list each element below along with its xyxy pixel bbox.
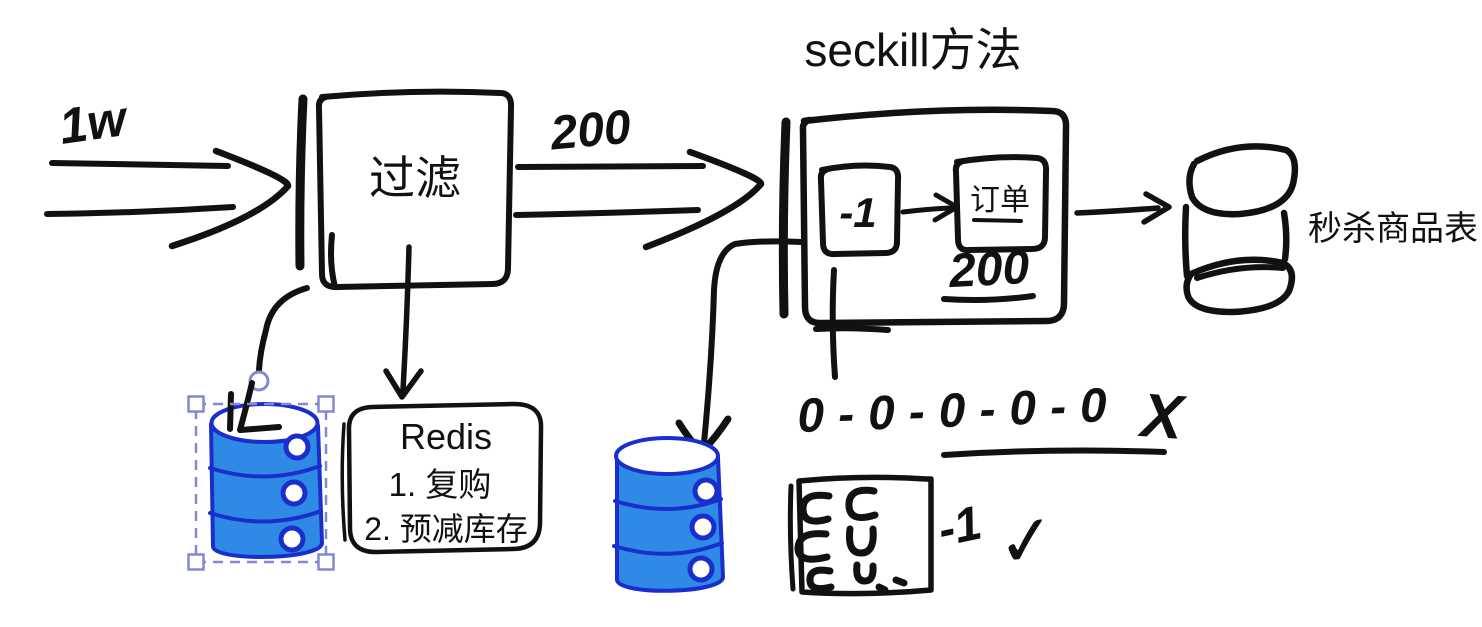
filter-box-sketch-stroke xyxy=(328,232,338,290)
redis-item-1: 1. 复购 xyxy=(389,466,492,503)
filtered-qps-label: 200 xyxy=(547,101,633,161)
database-top xyxy=(614,436,720,476)
c-scribble xyxy=(799,491,833,525)
database-hole-1 xyxy=(692,477,720,505)
seckill-product-table[interactable]: 秒杀商品表 xyxy=(1181,143,1478,316)
redis-item-2: 2. 预减库存 xyxy=(364,511,528,547)
selection-handle-bottom-left[interactable] xyxy=(187,553,205,571)
order-box-outline xyxy=(952,154,1050,254)
table-cylinder-bottom xyxy=(1183,256,1296,316)
arrow-shaft xyxy=(900,205,953,215)
decrement-box-outline xyxy=(817,162,902,258)
seckill-to-table-arrow[interactable] xyxy=(1074,191,1172,225)
seckill-tail-stroke-horizontal xyxy=(813,325,891,333)
arrow-line-bottom xyxy=(44,204,236,217)
zero-chain-text: 0-0-0-0-0 xyxy=(797,379,1122,443)
database-hole-2 xyxy=(689,513,717,541)
link-arrow-foot xyxy=(238,424,282,433)
decrement-box[interactable]: -1 xyxy=(817,162,902,258)
arrow-shaft xyxy=(701,238,804,446)
arrow-line-top xyxy=(49,160,231,169)
link-arrow-stroke-2 xyxy=(237,380,255,433)
c-scribbles-doodle xyxy=(794,486,908,594)
c-scribble xyxy=(845,486,879,521)
arrow-line-bottom xyxy=(513,207,701,218)
order-count: 200 xyxy=(941,241,1036,303)
batch-minus-one-label: -1 xyxy=(933,496,986,557)
filter-to-redis-arrow[interactable] xyxy=(383,244,424,400)
order-label: 订单 xyxy=(970,184,1030,217)
filtered-request-arrow[interactable]: 200 xyxy=(513,101,765,251)
database-hole-2 xyxy=(280,479,308,507)
selection-handle-top-right[interactable] xyxy=(317,395,335,413)
database-hole-3 xyxy=(687,555,715,583)
arrow-shaft xyxy=(400,244,412,393)
arrow-shaft xyxy=(1074,205,1161,216)
zero-chain-underline xyxy=(941,447,1167,458)
order-box[interactable]: 订单 xyxy=(952,154,1050,254)
middle-database[interactable] xyxy=(612,436,725,593)
batch-box-sketch-stroke xyxy=(787,483,796,592)
redis-note-sketch-stroke xyxy=(340,422,347,542)
link-arrow-stroke-1 xyxy=(227,391,234,432)
filter-box-outline xyxy=(315,88,515,291)
database-hole-3 xyxy=(278,525,306,553)
database-band-2 xyxy=(208,509,323,524)
database-band-2 xyxy=(612,541,724,556)
arrow-head xyxy=(383,368,424,400)
incoming-qps-label: 1w xyxy=(56,90,133,155)
seckill-method-node[interactable]: seckill方法 -1 订单 200 xyxy=(778,24,1070,380)
u-scribble xyxy=(853,561,877,585)
table-cylinder-top xyxy=(1186,143,1299,218)
selection-box[interactable] xyxy=(187,395,335,571)
filter-to-database-link[interactable] xyxy=(227,285,310,433)
filter-node[interactable]: 过滤 xyxy=(295,88,515,291)
database-hole-1 xyxy=(283,433,311,461)
redis-note-outline xyxy=(346,401,544,555)
redis-title: Redis xyxy=(400,416,492,457)
selection-handle-top-left[interactable] xyxy=(187,395,205,413)
dot-scribble xyxy=(892,576,908,587)
incoming-request-arrow[interactable]: 1w xyxy=(44,90,292,250)
batch-decrement-annotation[interactable]: -1 ✓ xyxy=(787,474,1060,597)
table-cylinder-left-side xyxy=(1181,203,1191,280)
redis-note[interactable]: Redis 1. 复购 2. 预减库存 xyxy=(340,401,544,555)
batch-box-outline xyxy=(796,474,934,597)
c-scribble xyxy=(806,566,835,592)
table-cylinder-bottom-inner-line xyxy=(1194,264,1286,281)
filter-label: 过滤 xyxy=(369,152,461,204)
order-count-label: 200 xyxy=(947,241,1031,298)
decrement-label: -1 xyxy=(839,189,876,236)
arrow-head xyxy=(642,148,765,251)
seckill-left-bar xyxy=(778,117,791,319)
order-count-underline xyxy=(941,293,1036,303)
seckill-title: seckill方法 xyxy=(804,24,1021,76)
zero-chain-annotation[interactable]: 0-0-0-0-0 X xyxy=(797,379,1189,458)
arrow-line-top xyxy=(515,163,706,170)
order-label-underline xyxy=(972,218,1023,223)
selection-outline[interactable] xyxy=(194,402,328,564)
arrow-head xyxy=(1141,191,1172,225)
selection-handle-bottom-right[interactable] xyxy=(317,553,335,571)
dot-scribble xyxy=(875,583,889,594)
zero-chain-cross: X xyxy=(1136,381,1189,453)
batch-check-mark: ✓ xyxy=(993,497,1060,585)
table-cylinder-right-side xyxy=(1280,209,1290,263)
seckill-tail-stroke-vertical xyxy=(829,267,838,380)
table-label: 秒杀商品表 xyxy=(1308,210,1478,248)
filter-left-bar xyxy=(295,94,308,271)
database-band-1 xyxy=(208,464,322,479)
u-scribble xyxy=(846,525,877,557)
arrow-head xyxy=(168,147,292,250)
link-line xyxy=(256,285,310,373)
c-scribble xyxy=(794,530,831,563)
selected-database[interactable] xyxy=(208,402,324,559)
